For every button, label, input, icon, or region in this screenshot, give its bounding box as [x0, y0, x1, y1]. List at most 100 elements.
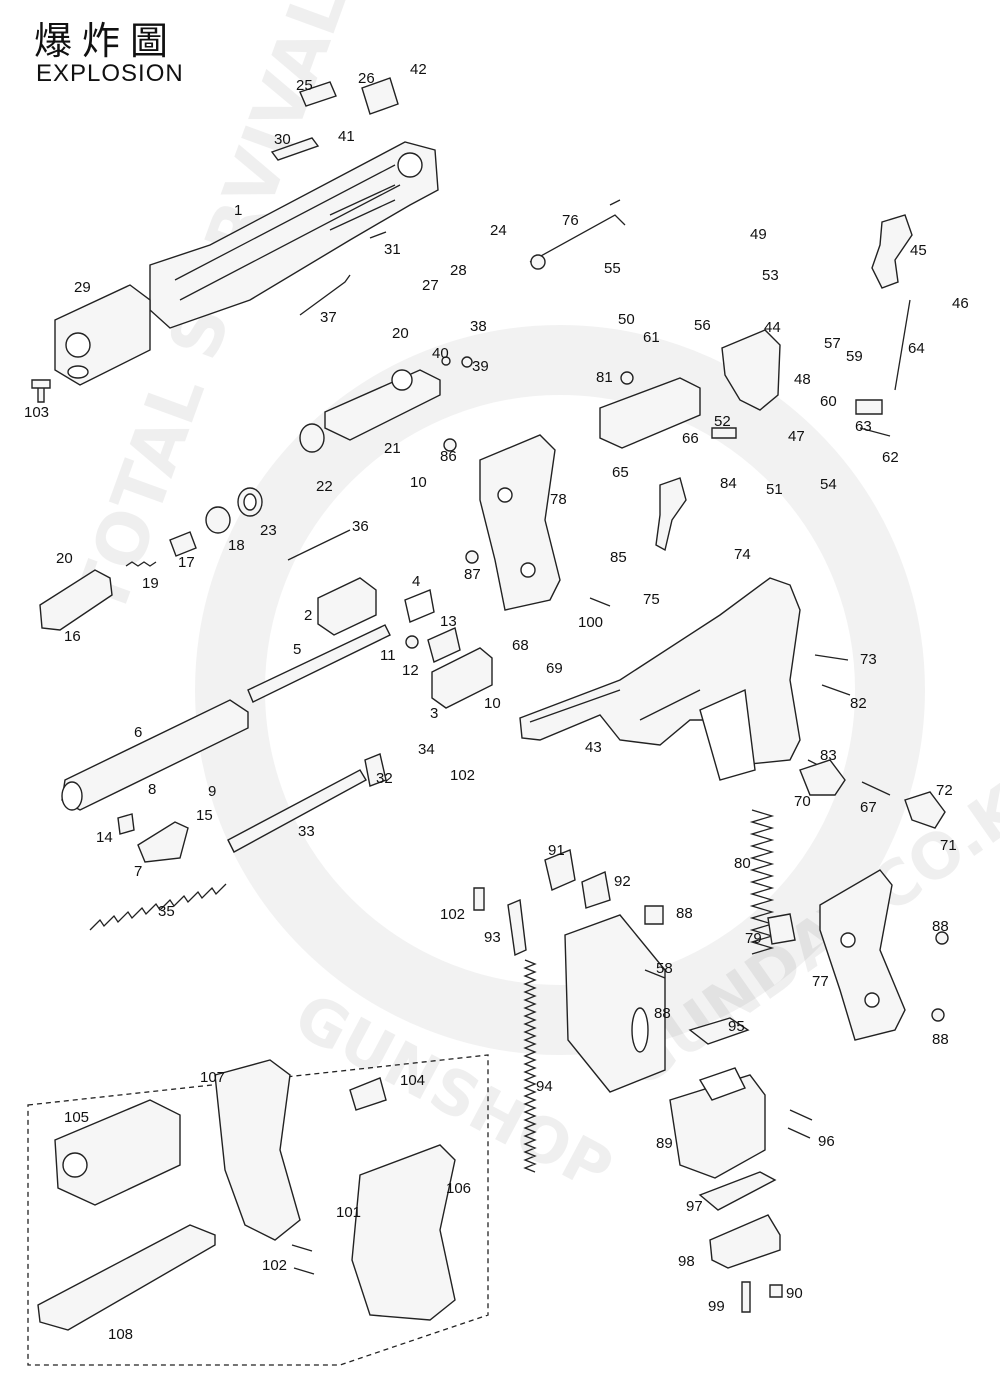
callout-88: 88 [932, 1031, 949, 1048]
callout-79: 79 [745, 930, 762, 947]
callout-58: 58 [656, 960, 673, 977]
callout-86: 86 [440, 448, 457, 465]
callout-64: 64 [908, 340, 925, 357]
callout-77: 77 [812, 973, 829, 990]
callout-105: 105 [64, 1109, 89, 1126]
valve-parts [473, 849, 664, 957]
callout-1: 1 [234, 202, 242, 219]
callout-41: 41 [338, 128, 355, 145]
callout-102: 102 [450, 767, 475, 784]
callout-13: 13 [440, 613, 457, 630]
callout-45: 45 [910, 242, 927, 259]
callout-95: 95 [728, 1018, 745, 1035]
callout-97: 97 [686, 1198, 703, 1215]
callout-92: 92 [614, 873, 631, 890]
callout-26: 26 [358, 70, 375, 87]
callout-43: 43 [585, 739, 602, 756]
title-chinese: 爆炸圖 [34, 19, 179, 63]
barrel-assembly-part [39, 569, 113, 631]
callout-34: 34 [418, 741, 435, 758]
callout-16: 16 [64, 628, 81, 645]
callout-2: 2 [304, 607, 312, 624]
chamber-part [324, 369, 441, 441]
callout-47: 47 [788, 428, 805, 445]
callout-29: 29 [74, 279, 91, 296]
callout-35: 35 [158, 903, 175, 920]
callout-14: 14 [96, 829, 113, 846]
callout-19: 19 [142, 575, 159, 592]
callout-88: 88 [932, 918, 949, 935]
slide-part [149, 141, 439, 329]
callout-99: 99 [708, 1298, 725, 1315]
callout-71: 71 [940, 837, 957, 854]
callout-42: 42 [410, 61, 427, 78]
callout-74: 74 [734, 546, 751, 563]
callout-88: 88 [654, 1005, 671, 1022]
callout-102: 102 [440, 906, 465, 923]
callout-23: 23 [260, 522, 277, 539]
slide-stop-part [529, 199, 626, 270]
callout-78: 78 [550, 491, 567, 508]
callout-36: 36 [352, 518, 369, 535]
callout-62: 62 [882, 449, 899, 466]
callout-24: 24 [490, 222, 507, 239]
callout-50: 50 [618, 311, 635, 328]
callout-90: 90 [786, 1285, 803, 1302]
callout-60: 60 [820, 393, 837, 410]
callout-108: 108 [108, 1326, 133, 1343]
callout-101: 101 [336, 1204, 361, 1221]
callout-17: 17 [178, 554, 195, 571]
callout-96: 96 [818, 1133, 835, 1150]
callout-10: 10 [410, 474, 427, 491]
callout-31: 31 [384, 241, 401, 258]
callout-88: 88 [676, 905, 693, 922]
title-english: EXPLOSION [36, 60, 184, 87]
callout-22: 22 [316, 478, 333, 495]
round-parts [125, 423, 351, 567]
callout-18: 18 [228, 537, 245, 554]
callout-25: 25 [296, 77, 313, 94]
callout-9: 9 [208, 783, 216, 800]
callout-39: 39 [472, 358, 489, 375]
slide-front-part [54, 284, 151, 386]
callout-59: 59 [846, 348, 863, 365]
callout-38: 38 [470, 318, 487, 335]
callout-8: 8 [148, 781, 156, 798]
callout-57: 57 [824, 335, 841, 352]
callout-11: 11 [380, 647, 396, 664]
magazine-base-parts [669, 1017, 783, 1313]
callout-70: 70 [794, 793, 811, 810]
callout-55: 55 [604, 260, 621, 277]
callout-75: 75 [643, 591, 660, 608]
callout-46: 46 [952, 295, 969, 312]
callout-6: 6 [134, 724, 142, 741]
magazine-spring-part [523, 959, 537, 1173]
sight-parts [270, 77, 399, 316]
callout-100: 100 [578, 614, 603, 631]
callout-76: 76 [562, 212, 579, 229]
callout-37: 37 [320, 309, 337, 326]
callout-81: 81 [596, 369, 613, 386]
callout-63: 63 [855, 418, 872, 435]
callout-69: 69 [546, 660, 563, 677]
hammer-spring-part [749, 809, 796, 955]
callout-67: 67 [860, 799, 877, 816]
grip-79-part [819, 869, 906, 1041]
callout-4: 4 [412, 573, 420, 590]
screw-105-part [31, 379, 51, 403]
callout-89: 89 [656, 1135, 673, 1152]
callout-83: 83 [820, 747, 837, 764]
callout-51: 51 [766, 481, 783, 498]
grip-80-part [479, 434, 561, 611]
callout-98: 98 [678, 1253, 695, 1270]
callout-61: 61 [643, 329, 660, 346]
callout-106: 106 [446, 1180, 471, 1197]
callout-54: 54 [820, 476, 837, 493]
callout-30: 30 [274, 131, 291, 148]
callout-104: 104 [400, 1072, 425, 1089]
callout-12: 12 [402, 662, 419, 679]
callout-40: 40 [432, 345, 449, 362]
callout-32: 32 [376, 770, 393, 787]
recoil-spring-part [89, 883, 227, 931]
pins-right [589, 597, 946, 1139]
